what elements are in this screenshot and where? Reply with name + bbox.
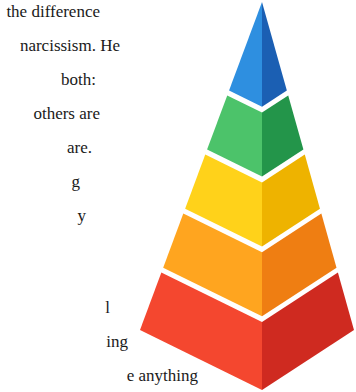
body-text-line: e anything [127,366,198,386]
pyramid-band [229,2,262,107]
body-text-line: others are [33,104,100,124]
pyramid-band [262,273,354,390]
body-text-line: ing [106,332,128,352]
body-text-line: the difference [6,2,100,22]
body-text-line: both: [61,70,96,90]
body-text-line: g [72,172,81,192]
pyramid-band [262,2,287,107]
body-text-line: are. [67,138,92,158]
body-text-line: y [78,206,87,226]
body-text-line: l [105,298,110,318]
body-text-line: narcissism. He [20,36,120,56]
